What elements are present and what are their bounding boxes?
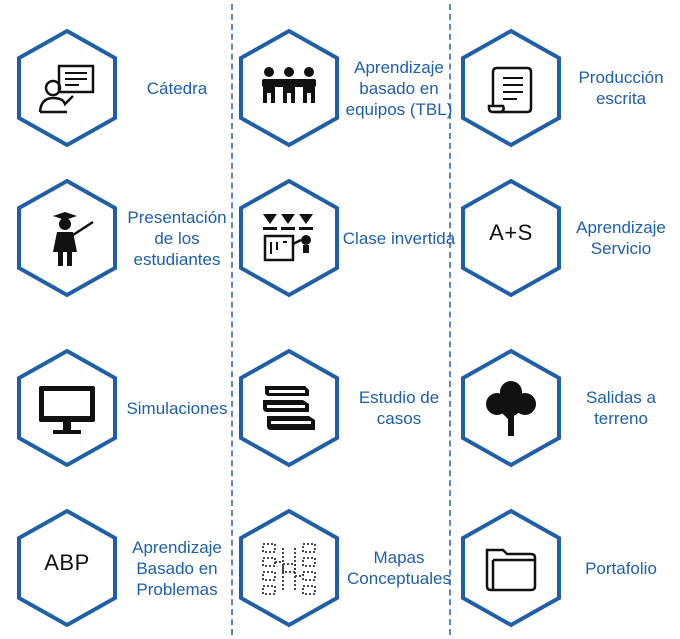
hexagon-frame xyxy=(459,28,563,148)
method-salidas-terreno: Salidas a terreno xyxy=(459,348,679,468)
method-label: Aprendizaje Servicio xyxy=(576,218,666,258)
method-portafolio: Portafolio xyxy=(459,508,679,628)
method-tbl: Aprendizaje basado en equipos (TBL) xyxy=(237,28,457,148)
tree-icon xyxy=(486,381,536,436)
method-label: Cátedra xyxy=(146,78,208,98)
method-label: Producción escrita xyxy=(578,68,664,108)
method-label: Salidas a terreno xyxy=(586,388,656,428)
column-divider-left xyxy=(231,4,233,635)
hexagon-frame xyxy=(15,178,119,298)
hexagon-frame xyxy=(15,28,119,148)
method-abp: ABP Aprendizaje Basado en Problemas xyxy=(15,508,235,628)
hexagon-frame: A+S xyxy=(459,178,563,298)
method-presentacion: Presentación de los estudiantes xyxy=(15,178,235,298)
student-presenting-icon xyxy=(53,212,94,266)
method-label: Simulaciones xyxy=(126,398,228,418)
hexagon-frame xyxy=(237,348,341,468)
hexagon-frame xyxy=(459,508,563,628)
method-mapas-conceptuales: Mapas Conceptuales xyxy=(237,508,457,628)
method-catedra: Cátedra xyxy=(15,28,235,148)
method-label: Mapas Conceptuales xyxy=(347,548,451,588)
teacher-board-icon xyxy=(38,64,95,114)
team-icon xyxy=(262,67,316,103)
concept-map-icon xyxy=(262,543,316,595)
hexagon-frame: ABP xyxy=(15,508,119,628)
hexagon-frame xyxy=(237,508,341,628)
method-label: Estudio de casos xyxy=(358,388,440,428)
method-label: Portafolio xyxy=(585,558,657,578)
method-label: Clase invertida xyxy=(342,228,456,248)
method-label: Aprendizaje basado en equipos (TBL) xyxy=(345,57,453,119)
method-produccion-escrita: Producción escrita xyxy=(459,28,679,148)
as-icon-text: A+S xyxy=(489,220,533,245)
method-aprendizaje-servicio: A+S Aprendizaje Servicio xyxy=(459,178,679,298)
flipped-class-icon xyxy=(263,214,313,262)
method-label: Aprendizaje Basado en Problemas xyxy=(132,537,222,599)
column-divider-right xyxy=(449,4,451,635)
method-label: Presentación de los estudiantes xyxy=(127,207,227,269)
folder-icon xyxy=(485,548,537,592)
hexagon-frame xyxy=(459,348,563,468)
hexagon-frame xyxy=(237,178,341,298)
method-estudio-casos: Estudio de casos xyxy=(237,348,457,468)
hexagon-frame xyxy=(237,28,341,148)
monitor-icon xyxy=(39,386,95,434)
hexagon-frame xyxy=(15,348,119,468)
method-clase-invertida: Clase invertida xyxy=(237,178,457,298)
scroll-document-icon xyxy=(487,66,533,114)
books-icon xyxy=(263,386,315,430)
abp-icon-text: ABP xyxy=(44,550,90,575)
method-simulaciones: Simulaciones xyxy=(15,348,235,468)
